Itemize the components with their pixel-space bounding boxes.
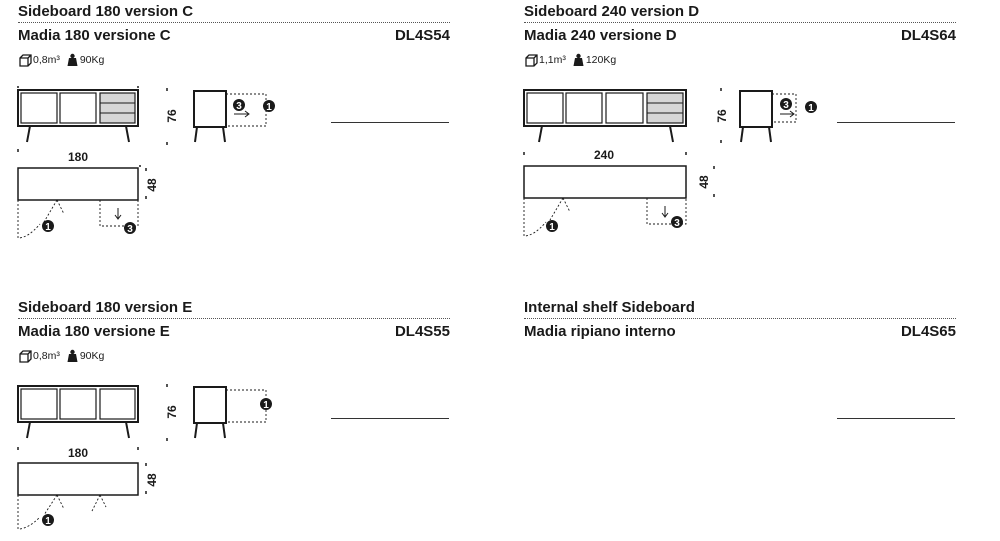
weight-value: 90Kg [79, 350, 105, 362]
top-view-drawing: 1 [17, 462, 139, 530]
product-title-en: Sideboard 180 version C [18, 3, 194, 20]
front-view-drawing [17, 385, 139, 439]
depth-label: 48 [145, 178, 159, 192]
product-block-dl4s64: Sideboard 240 version D Madia 240 versio… [524, 2, 956, 69]
product-title-it: Madia ripiano interno [524, 323, 676, 340]
product-code: DL4S54 [394, 27, 450, 44]
product-block-dl4s65: Internal shelf Sideboard Madia ripiano i… [524, 298, 956, 342]
side-view-drawing: 1 [193, 386, 272, 439]
callout-1-top: 1 [45, 516, 51, 527]
height-dimension: 76 [165, 88, 179, 145]
width-label: 180 [68, 446, 88, 460]
weight-icon [67, 53, 78, 66]
spec-row: 0,8m³ 90Kg [18, 51, 450, 69]
top-view-drawing: 1 3 [523, 165, 687, 237]
callout-3-top: 3 [127, 224, 133, 235]
note-line [837, 418, 955, 419]
volume-value: 1,1m³ [539, 54, 566, 66]
callout-1-top: 1 [45, 222, 51, 233]
weight-value: 90Kg [79, 54, 105, 66]
depth-dimension: 48 [145, 168, 159, 199]
product-title-it: Madia 180 versione E [18, 323, 170, 340]
box-volume-icon [525, 54, 538, 67]
callout-1: 1 [266, 102, 272, 113]
depth-label: 48 [697, 175, 711, 189]
dotted-divider [524, 22, 956, 23]
product-title-en: Sideboard 180 version E [18, 299, 193, 316]
width-dimension: 180 [17, 446, 139, 460]
note-line [331, 418, 449, 419]
product-code: DL4S65 [900, 323, 956, 340]
front-view-drawing [523, 89, 687, 143]
width-dimension: 180 [17, 149, 141, 167]
height-label: 76 [715, 109, 729, 123]
spec-row: 0,8m³ 90Kg [18, 347, 450, 365]
note-line [837, 122, 955, 123]
height-dimension: 76 [715, 88, 729, 143]
product-block-dl4s54: Sideboard 180 version C Madia 180 versio… [18, 2, 450, 69]
callout-1: 1 [808, 103, 814, 114]
box-volume-icon [19, 54, 32, 67]
depth-label: 48 [145, 473, 159, 487]
weight-icon [67, 349, 78, 362]
product-title-it: Madia 180 versione C [18, 27, 171, 44]
height-label: 76 [165, 405, 179, 419]
dotted-divider [524, 318, 956, 319]
product-code: DL4S64 [900, 27, 956, 44]
weight-icon [573, 53, 584, 66]
volume-value: 0,8m³ [33, 350, 60, 362]
product-block-dl4s55: Sideboard 180 version E Madia 180 versio… [18, 298, 450, 365]
box-volume-icon [19, 350, 32, 363]
product-title-en: Internal shelf Sideboard [524, 299, 695, 316]
depth-dimension: 48 [145, 463, 159, 494]
depth-dimension: 48 [697, 166, 715, 197]
top-view-drawing: 1 3 [17, 167, 139, 239]
dotted-divider [18, 318, 450, 319]
product-title-en: Sideboard 240 version D [524, 3, 700, 20]
callout-1: 1 [263, 400, 269, 411]
note-line [331, 122, 449, 123]
volume-value: 0,8m³ [33, 54, 60, 66]
callout-1-top: 1 [549, 222, 555, 233]
dotted-divider [18, 22, 450, 23]
weight-value: 120Kg [585, 54, 617, 66]
callout-3: 3 [236, 101, 242, 112]
spec-row: 1,1m³ 120Kg [524, 51, 956, 69]
callout-3: 3 [783, 100, 789, 111]
side-view-drawing: 3 1 [739, 90, 817, 143]
callout-3-top: 3 [674, 218, 680, 229]
side-view-drawing: 3 1 [193, 90, 275, 143]
width-label: 180 [68, 150, 88, 164]
width-label: 240 [594, 148, 614, 162]
product-code: DL4S55 [394, 323, 450, 340]
front-view-drawing [17, 86, 139, 143]
height-label: 76 [165, 109, 179, 123]
product-title-it: Madia 240 versione D [524, 27, 677, 44]
height-dimension: 76 [165, 384, 179, 441]
width-dimension: 240 [523, 148, 687, 162]
